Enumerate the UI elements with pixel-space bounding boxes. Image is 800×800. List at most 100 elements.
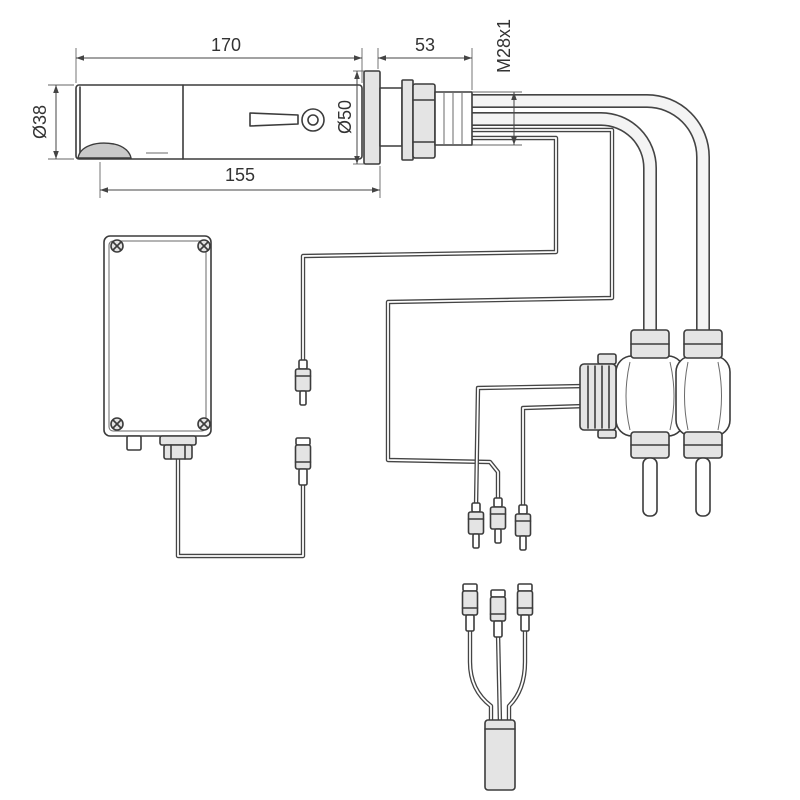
mounting-neck — [379, 87, 403, 147]
connector-body — [294, 444, 312, 470]
solenoid-coil-cap — [597, 353, 617, 365]
connector-body — [489, 596, 507, 622]
cable-outline — [385, 127, 615, 505]
connector-strain-relief — [298, 359, 308, 370]
cable-valve-a — [473, 383, 589, 510]
mounting-nut — [412, 83, 436, 159]
valve-outlet-pipe-right — [695, 457, 711, 517]
cable-sensor — [300, 135, 559, 367]
dimension-flange-diameter: Ø50 — [335, 70, 364, 165]
dimension-spout-length: 155 — [99, 162, 381, 198]
cable-valve-b — [520, 403, 589, 512]
connector-cap — [295, 437, 311, 446]
screw-icon — [110, 417, 124, 431]
connector-strain-relief — [471, 502, 481, 513]
dimension-label-spout-diameter: Ø38 — [30, 105, 50, 139]
mounting-flange — [363, 70, 381, 165]
spout-outlet-aerator — [77, 142, 132, 159]
connector-strain-relief — [493, 497, 503, 508]
cable-faucet-power — [385, 127, 615, 505]
harness-wire-right — [506, 624, 528, 727]
connector-pin — [494, 528, 502, 544]
hose-right — [471, 94, 710, 336]
cable-outline — [506, 624, 528, 727]
dimension-label-spout-length: 155 — [225, 165, 255, 185]
connector-body — [461, 590, 479, 616]
solenoid-coil-base — [597, 429, 617, 439]
sensor-window — [301, 108, 325, 132]
connector-pin — [519, 535, 527, 551]
dimension-rear-projection: 53 — [377, 35, 473, 90]
connector-strain-relief — [518, 504, 528, 515]
cable-outline — [300, 135, 559, 367]
dimension-overall-length: 170 — [75, 35, 363, 83]
wiring — [175, 127, 615, 559]
sensor-lever — [249, 112, 299, 127]
screw-icon — [197, 239, 211, 253]
connector-pin — [472, 533, 480, 549]
cable-core — [508, 626, 526, 725]
connector-plug-valve-b — [514, 504, 532, 551]
control-box-housing — [103, 235, 212, 437]
valve-body-contour — [717, 361, 722, 431]
harness-wire-middle — [495, 630, 503, 727]
cable-core — [387, 129, 613, 503]
cable-core — [177, 454, 304, 557]
connector-body — [514, 513, 532, 537]
cable-core — [522, 405, 587, 510]
dimension-label-flange-diameter: Ø50 — [335, 100, 355, 134]
control-box-lid-edge — [108, 240, 207, 432]
connector-strain-relief — [493, 620, 503, 638]
power-supply-harness — [461, 583, 534, 791]
connector-socket-harness-right — [516, 583, 534, 632]
valve-outlet-pipe-left — [642, 457, 658, 517]
dimension-annotations: 170 53 M28x1 Ø38 Ø50 — [30, 19, 522, 198]
screw-icon — [197, 417, 211, 431]
connector-plug-sensor — [294, 359, 312, 406]
connector-socket-harness-middle — [489, 589, 507, 638]
connector-cap — [462, 583, 478, 592]
faucet-spout — [75, 84, 363, 160]
hose-core — [471, 95, 709, 336]
connector-socket-harness-left — [461, 583, 479, 632]
cable-core — [497, 632, 501, 725]
hose-outline — [471, 112, 657, 336]
connector-socket-control-box — [294, 437, 312, 486]
connector-pin — [299, 390, 307, 406]
connector-body — [294, 368, 312, 392]
harness-wire-left — [467, 624, 494, 727]
cable-gland-nut — [163, 444, 193, 460]
sensor-lens — [307, 114, 319, 126]
screw-icon — [110, 239, 124, 253]
mounting-assembly — [363, 70, 473, 165]
solenoid-valve — [579, 329, 731, 517]
valve-body-contour — [625, 361, 631, 431]
dimension-thread-size: M28x1 — [472, 19, 522, 146]
connector-body — [467, 511, 485, 535]
connector-body — [516, 590, 534, 616]
cable-outline — [175, 452, 306, 559]
dimension-spout-diameter: Ø38 — [30, 84, 74, 160]
connector-cap — [490, 589, 506, 598]
solenoid-coil — [579, 363, 617, 431]
hose-core — [471, 113, 656, 336]
hose-left — [471, 112, 657, 336]
cable-sheath — [484, 719, 516, 791]
cable-core — [469, 626, 492, 725]
connector-strain-relief — [520, 614, 530, 632]
mounting-washer — [401, 79, 414, 161]
connector-body — [489, 506, 507, 530]
connector-strain-relief — [298, 468, 308, 486]
spout-body — [75, 84, 363, 160]
cable-gland-collar — [159, 435, 197, 446]
dimension-label-rear-projection: 53 — [415, 35, 435, 55]
control-box-port — [126, 435, 142, 451]
valve-body-contour — [684, 361, 689, 431]
dimension-label-thread-size: M28x1 — [494, 19, 514, 73]
connector-plug-valve-a — [467, 502, 485, 549]
cable-outline — [467, 624, 494, 727]
connector-plug-faucet-power — [489, 497, 507, 544]
cable-core — [475, 385, 587, 508]
cable-core — [302, 137, 557, 365]
